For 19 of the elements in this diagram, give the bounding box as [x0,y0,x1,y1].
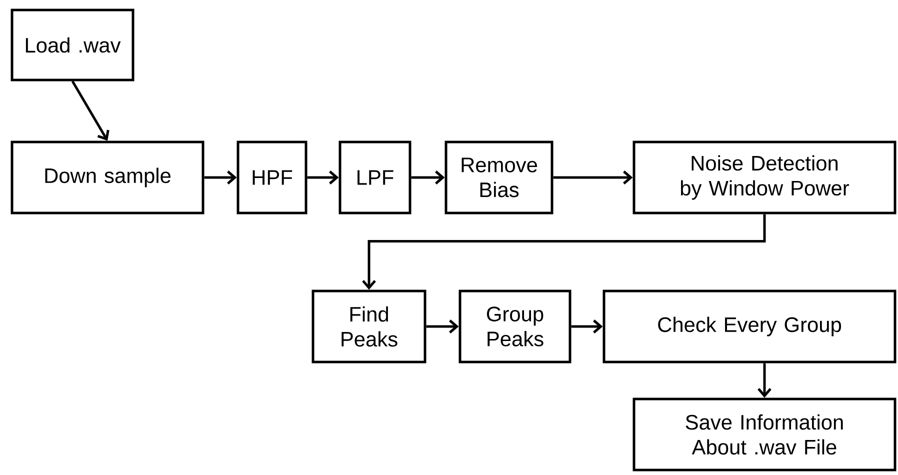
process-box: Check Every Group [602,290,896,364]
arrow [362,214,766,290]
arrow [426,320,459,334]
process-box: Noise Detection by Window Power [632,140,896,214]
arrow [553,170,633,184]
arrow [307,170,339,184]
arrow [571,320,603,334]
process-box: Load .wav [10,8,134,82]
arrow [71,80,110,141]
process-box: LPF [338,140,412,214]
process-box: Save Information About .wav File [632,398,896,472]
arrow [204,170,237,184]
process-box: Find Peaks [312,290,426,364]
arrow [758,363,772,398]
arrow [411,170,445,184]
process-box: Remove Bias [444,140,554,214]
process-box: Down sample [10,140,204,214]
process-box: Group Peaks [458,290,572,364]
process-box: HPF [236,140,308,214]
